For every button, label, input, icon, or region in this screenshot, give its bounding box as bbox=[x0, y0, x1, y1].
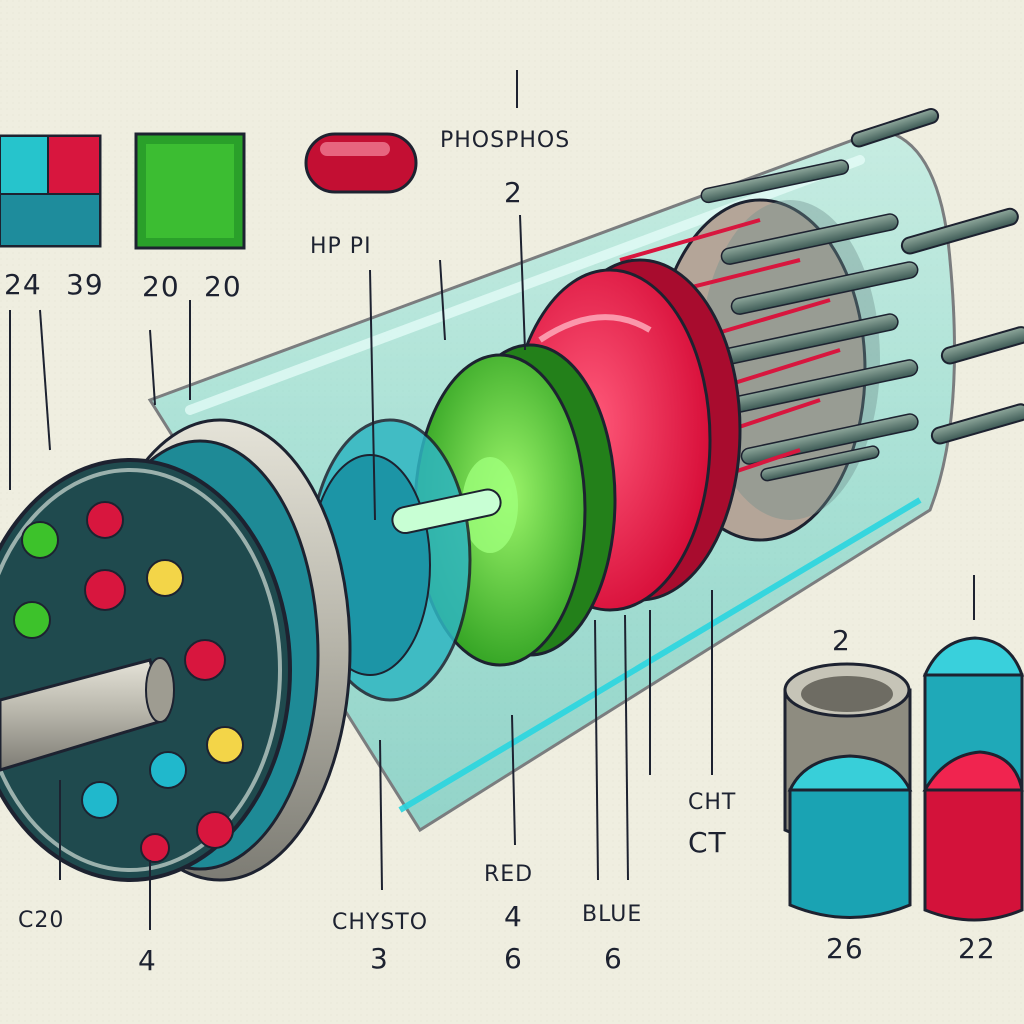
label-20-a: 20 bbox=[142, 270, 180, 303]
label-phosphos: PHOSPHOS bbox=[440, 128, 571, 153]
red-cylinder bbox=[922, 750, 1024, 922]
internal-rods bbox=[700, 159, 919, 482]
base-pin-dots bbox=[13, 501, 244, 863]
label-bottom-number: 4 bbox=[138, 944, 157, 977]
label-red-number: 4 bbox=[504, 900, 523, 933]
center-post bbox=[0, 657, 175, 772]
leader-lines bbox=[9, 70, 975, 930]
label-red-number-2: 6 bbox=[504, 942, 523, 975]
label-right-number: 2 bbox=[832, 624, 851, 657]
label-red: RED bbox=[484, 862, 534, 887]
label-chysto: CHYSTO bbox=[332, 910, 429, 935]
label-hp-pi: HP PI bbox=[310, 234, 372, 259]
red-phosphor-capsule bbox=[304, 132, 418, 194]
label-cap-26: 26 bbox=[826, 932, 864, 965]
label-c20: C20 bbox=[18, 908, 65, 933]
label-blue-number: 6 bbox=[604, 942, 623, 975]
cyan-short-cylinder bbox=[787, 754, 913, 919]
label-cap-22: 22 bbox=[958, 932, 996, 965]
label-blue: BLUE bbox=[582, 902, 643, 927]
back-pins bbox=[850, 108, 1024, 445]
label-phosphos-number: 2 bbox=[504, 176, 523, 209]
label-cht: CHT bbox=[688, 790, 737, 815]
label-24: 24 bbox=[4, 268, 42, 301]
color-swatch-cyan-red bbox=[0, 134, 102, 248]
label-39: 39 bbox=[66, 268, 104, 301]
color-swatch-green bbox=[134, 132, 246, 250]
label-ct: CT bbox=[688, 826, 727, 859]
label-20-b: 20 bbox=[204, 270, 242, 303]
label-chysto-number: 3 bbox=[370, 942, 389, 975]
